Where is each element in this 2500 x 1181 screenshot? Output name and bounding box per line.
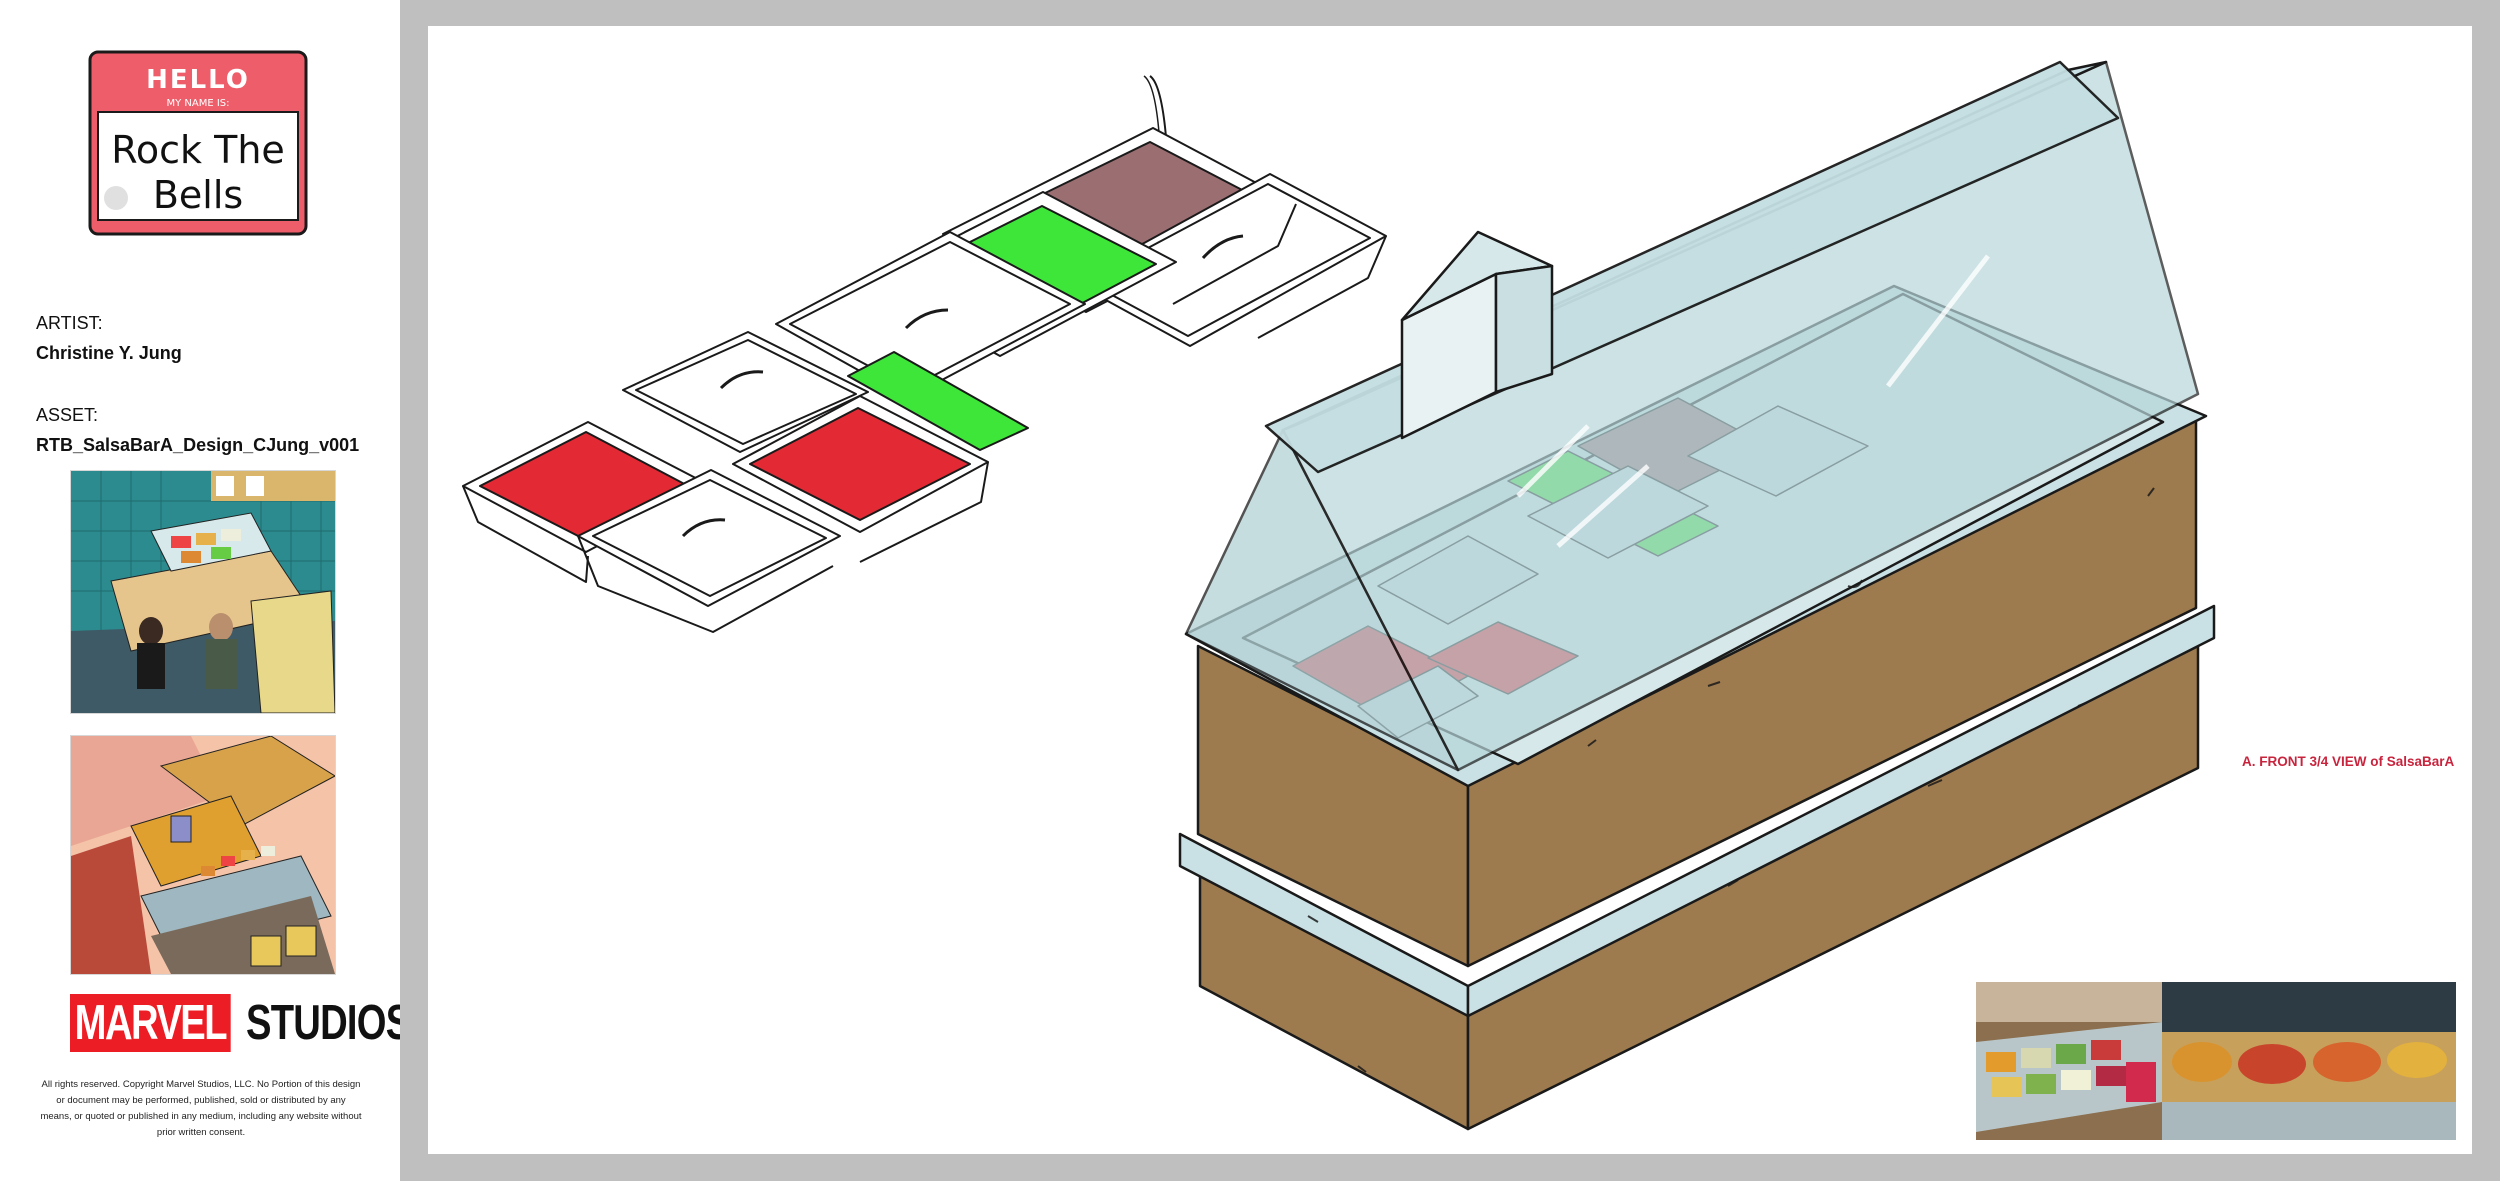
scene-thumbnail-2	[70, 735, 336, 975]
info-sidebar: HELLO MY NAME IS: Rock The Bells ARTIST:…	[0, 0, 411, 1181]
salsa-pans-illustration	[462, 75, 1387, 633]
salsa-bar-illustration	[1178, 60, 2216, 1131]
reference-photo-1	[1976, 982, 2162, 1140]
artist-label: ARTIST:	[36, 313, 103, 333]
hello-name-tag-logo: HELLO MY NAME IS: Rock The Bells	[88, 50, 308, 236]
artist-name: Christine Y. Jung	[36, 343, 182, 363]
asset-label: ASSET:	[36, 405, 99, 425]
scene-thumbnail-1	[70, 470, 336, 714]
marvel-studios-logo: MARVEL STUDIOS	[70, 993, 411, 1053]
asset-name: RTB_SalsaBarA_Design_CJung_v001	[36, 435, 360, 455]
logo-my-name-is: MY NAME IS:	[166, 98, 229, 109]
reference-photo-2	[2162, 982, 2456, 1140]
marvel-logo-text: MARVEL	[70, 994, 231, 1052]
logo-line2: Bells	[153, 173, 243, 217]
view-caption: A. FRONT 3/4 VIEW of SalsaBarA	[2242, 754, 2455, 769]
canvas-frame: A. FRONT 3/4 VIEW of SalsaBarA	[400, 0, 2500, 1181]
logo-line1: Rock The	[111, 128, 285, 172]
logo-hello: HELLO	[146, 65, 250, 95]
copyright-notice: All rights reserved. Copyright Marvel St…	[40, 1079, 362, 1138]
studios-logo-text: STUDIOS	[246, 996, 411, 1050]
drawing-canvas: A. FRONT 3/4 VIEW of SalsaBarA	[428, 26, 2472, 1154]
